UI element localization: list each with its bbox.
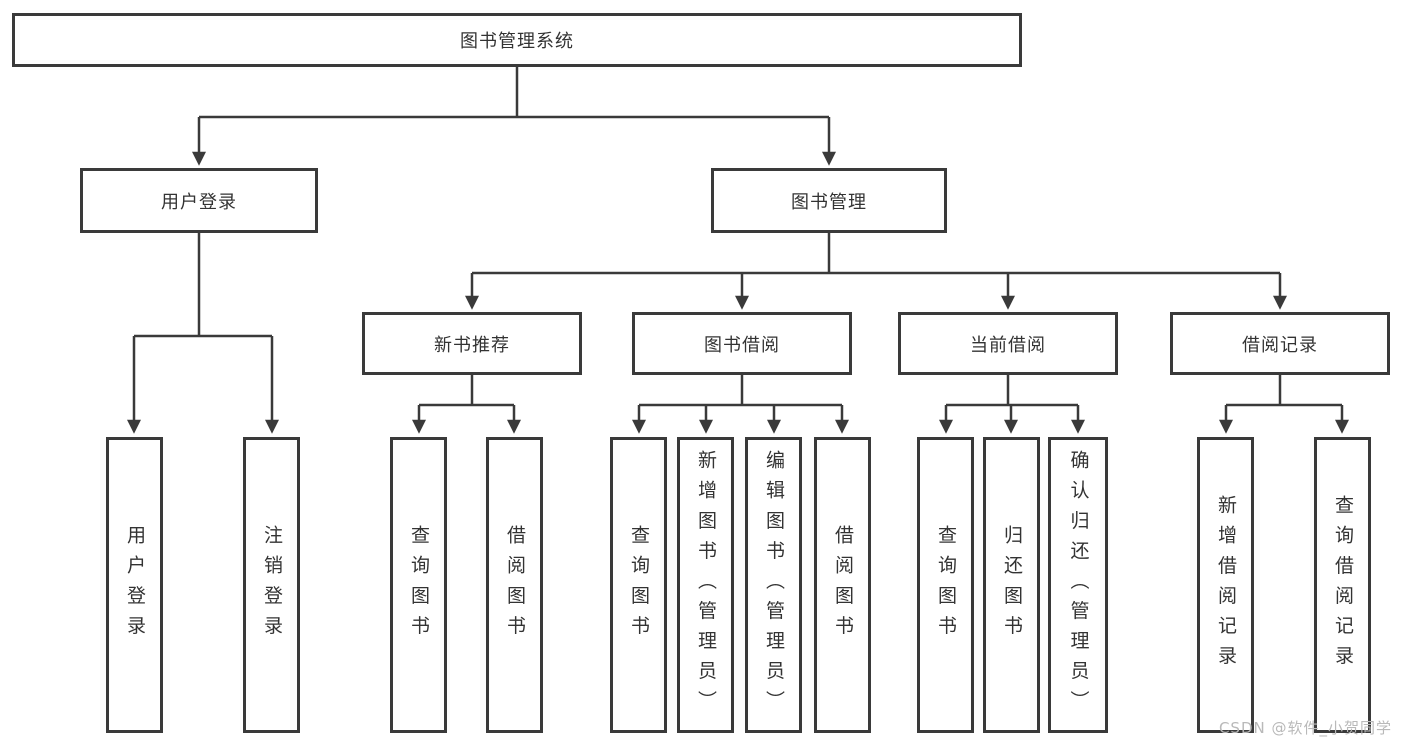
node-library-management-system: 图书管理系统 — [12, 13, 1022, 67]
node-label: 查询图书 — [408, 524, 430, 646]
leaf-query-books-recommend: 查询图书 — [390, 437, 447, 733]
node-label: 编辑图书（管理员） — [763, 449, 785, 721]
node-new-book-recommendation: 新书推荐 — [362, 312, 582, 375]
leaf-add-books-admin: 新增图书（管理员） — [677, 437, 734, 733]
node-label: 当前借阅 — [970, 334, 1046, 356]
node-label: 确认归还（管理员） — [1067, 449, 1090, 721]
leaf-borrow-books: 借阅图书 — [814, 437, 871, 733]
node-label: 新增借阅记录 — [1215, 494, 1237, 676]
leaf-query-borrow-record: 查询借阅记录 — [1314, 437, 1371, 733]
node-label: 借阅图书 — [504, 524, 526, 646]
leaf-borrow-books-recommend: 借阅图书 — [486, 437, 543, 733]
node-label: 注销登录 — [261, 524, 283, 646]
node-label: 借阅图书 — [832, 524, 854, 646]
node-label: 查询图书 — [628, 524, 650, 646]
node-label: 用户登录 — [124, 524, 146, 646]
leaf-query-books-current: 查询图书 — [917, 437, 974, 733]
leaf-user-login: 用户登录 — [106, 437, 163, 733]
node-label: 查询图书 — [935, 524, 957, 646]
node-label: 图书借阅 — [704, 334, 780, 356]
leaf-confirm-return-admin: 确认归还（管理员） — [1048, 437, 1108, 733]
leaf-edit-books-admin: 编辑图书（管理员） — [745, 437, 802, 733]
leaf-query-books-borrow: 查询图书 — [610, 437, 667, 733]
node-book-management: 图书管理 — [711, 168, 947, 233]
leaf-logout: 注销登录 — [243, 437, 300, 733]
node-label: 图书管理系统 — [460, 31, 574, 52]
node-label: 借阅记录 — [1242, 334, 1318, 356]
node-label: 用户登录 — [161, 191, 237, 213]
csdn-watermark: CSDN @软件_小贺同学 — [1218, 719, 1392, 737]
leaf-return-books: 归还图书 — [983, 437, 1040, 733]
node-book-borrowing: 图书借阅 — [632, 312, 852, 375]
node-label: 查询借阅记录 — [1332, 494, 1354, 676]
node-label: 图书管理 — [791, 191, 867, 213]
node-borrowing-records: 借阅记录 — [1170, 312, 1390, 375]
leaf-add-borrow-record: 新增借阅记录 — [1197, 437, 1254, 733]
node-user-login: 用户登录 — [80, 168, 318, 233]
node-current-borrowing: 当前借阅 — [898, 312, 1118, 375]
node-label: 新增图书（管理员） — [695, 449, 717, 721]
node-label: 归还图书 — [1001, 524, 1023, 646]
node-label: 新书推荐 — [434, 334, 510, 356]
